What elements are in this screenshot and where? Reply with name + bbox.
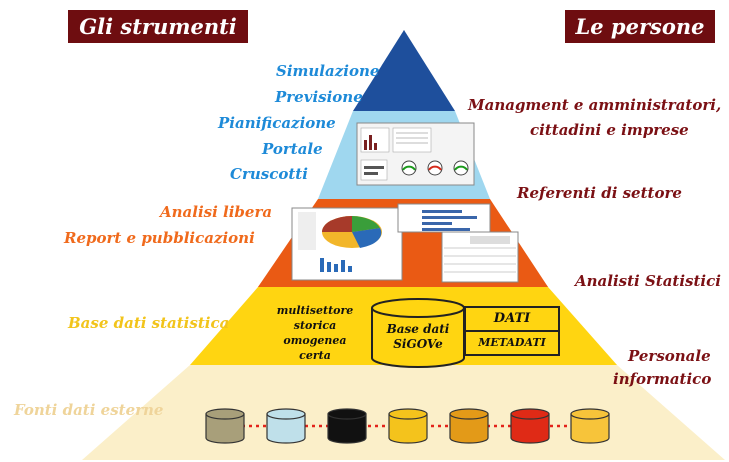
dati-metadati-table: DATI METADATI (464, 306, 560, 356)
cylinder-yellow (388, 408, 428, 444)
label-personale-line1: Personale (628, 347, 711, 365)
label-personale-line2: informatico (613, 370, 712, 388)
cylinder-red (510, 408, 550, 444)
pyramid-apex-full (353, 30, 455, 111)
label-referenti: Referenti di settore (517, 184, 682, 202)
label-managment-line1: Managment e amministratori, (468, 96, 722, 114)
label-analisi-libera: Analisi libera (160, 203, 273, 221)
external-source-cylinders (205, 408, 610, 444)
cylinder-light-blue (266, 408, 306, 444)
label-fonti-esterne: Fonti dati esterne (14, 401, 164, 419)
cylinder-khaki (205, 408, 245, 444)
label-previsione: Previsione (275, 88, 363, 106)
sigove-label: Base dati SiGOVe (378, 322, 458, 352)
label-pianificazione: Pianificazione (218, 114, 336, 132)
label-portale: Portale (262, 140, 323, 158)
dashboard-thumbnail (356, 122, 475, 186)
label-report: Report e pubblicazioni (64, 229, 255, 247)
header-tools: Gli strumenti (68, 10, 248, 43)
feature-list: multisettore storica omogenea certa (272, 303, 358, 363)
label-analisti: Analisti Statistici (575, 272, 721, 290)
cylinder-black (327, 408, 367, 444)
metadati-cell: METADATI (478, 336, 546, 349)
label-simulazione: Simulazione (276, 62, 380, 80)
label-managment-line2: cittadini e imprese (530, 121, 689, 139)
header-people: Le persone (565, 10, 715, 43)
feature-multisettore: multisettore (276, 304, 354, 317)
db-label-line2: SiGOVe (393, 337, 443, 351)
report-thumbnail (291, 203, 519, 283)
label-base-dati: Base dati statistica (68, 314, 230, 332)
cylinder-gold (570, 408, 610, 444)
dati-cell: DATI (466, 308, 558, 332)
cylinder-amber (449, 408, 489, 444)
feature-certa: certa (299, 349, 331, 362)
sigove-database-cylinder (371, 298, 465, 368)
db-label-line1: Base dati (386, 322, 450, 336)
feature-omogenea: omogenea (283, 334, 347, 347)
label-cruscotti: Cruscotti (230, 165, 308, 183)
feature-storica: storica (293, 319, 337, 332)
